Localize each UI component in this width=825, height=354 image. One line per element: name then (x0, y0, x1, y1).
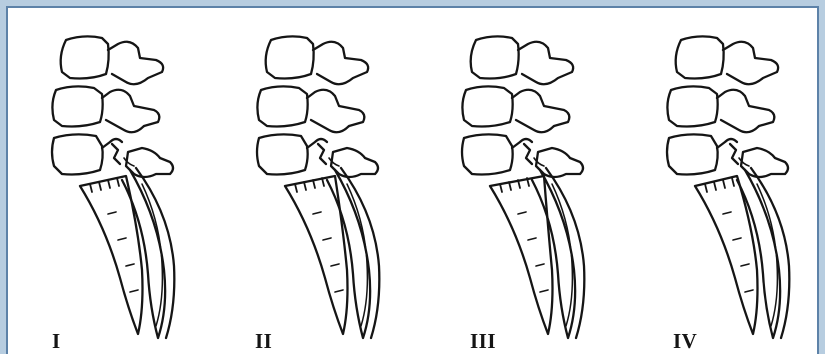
posterior-element-l5 (536, 148, 583, 177)
pars-defect (524, 144, 532, 164)
sacral-segment-tick (723, 212, 731, 214)
pars-defect (112, 144, 120, 164)
sacrum-body (80, 176, 143, 334)
vertebral-body-l5 (257, 134, 308, 174)
panel-label-4: IV (673, 329, 697, 354)
sacral-segment-tick (126, 264, 134, 266)
spine-group (667, 36, 789, 338)
vertebral-body-l3 (61, 36, 109, 78)
sacral-hatch (723, 180, 725, 188)
panel-2: II (213, 8, 416, 354)
sacrum-body (490, 176, 553, 334)
vertebral-body-l5 (462, 134, 513, 174)
sacral-segment-tick (536, 264, 544, 266)
panel-label-1: I (52, 329, 61, 354)
panel-label-2: II (255, 329, 272, 354)
vertebral-body-l4 (257, 86, 307, 126)
spine-group (52, 36, 174, 338)
pars-defect (730, 144, 738, 164)
posterior-element-l5 (126, 148, 173, 177)
sacral-hatch (99, 182, 101, 190)
vertebral-body-l3 (266, 36, 314, 78)
panel-3: III (416, 8, 619, 354)
sacrum-body (285, 176, 348, 334)
spine-group (257, 36, 379, 338)
vertebral-body-l5 (52, 134, 103, 174)
vertebral-body-l4 (462, 86, 512, 126)
vertebral-body-l4 (52, 86, 102, 126)
vertebral-body-l3 (471, 36, 519, 78)
sacral-segment-tick (108, 212, 116, 214)
pars-l5 (512, 139, 532, 148)
vertebral-body-l3 (676, 36, 724, 78)
panel-label-3: III (470, 329, 496, 354)
sacral-segment-tick (335, 290, 343, 292)
spine-drawing-3 (416, 8, 619, 354)
sacral-hatch (108, 180, 110, 188)
sacral-segment-tick (331, 264, 339, 266)
sacral-hatch (304, 182, 306, 190)
figure-frame: I II III IV (6, 6, 819, 354)
posterior-element-l3 (518, 42, 573, 85)
sacral-segment-tick (745, 290, 753, 292)
sacral-hatch (500, 184, 502, 192)
panel-4: IV (619, 8, 819, 354)
spine-drawing-1 (10, 8, 213, 354)
posterior-element-l4 (102, 90, 159, 133)
sacral-hatch (117, 178, 119, 186)
posterior-element-l3 (723, 42, 778, 85)
pars-defect (318, 144, 326, 164)
sacral-segment-tick (733, 238, 741, 240)
sacral-hatch (295, 184, 297, 192)
posterior-element-l3 (313, 42, 368, 85)
sacral-segment-tick (130, 290, 138, 292)
sacral-segment-tick (540, 290, 548, 292)
sacral-segment-tick (528, 238, 536, 240)
sacral-segment-tick (313, 212, 321, 214)
sacral-hatch (714, 182, 716, 190)
sacral-hatch (90, 184, 92, 192)
spine-drawing-4 (619, 8, 819, 354)
sacral-segment-tick (323, 238, 331, 240)
sacral-segment-tick (118, 238, 126, 240)
posterior-element-l4 (307, 90, 364, 133)
vertebral-body-l4 (667, 86, 717, 126)
posterior-element-l5 (741, 148, 788, 177)
posterior-element-l4 (717, 90, 774, 133)
sacral-segment-tick (518, 212, 526, 214)
sacral-hatch (732, 178, 734, 186)
sacrum-body (695, 176, 758, 334)
posterior-element-l4 (512, 90, 569, 133)
spine-drawing-2 (213, 8, 416, 354)
posterior-element-l5 (331, 148, 378, 177)
posterior-element-l3 (108, 42, 163, 85)
spine-group (462, 36, 584, 338)
sacral-hatch (705, 184, 707, 192)
vertebral-body-l5 (667, 134, 718, 174)
panel-1: I (10, 8, 213, 354)
sacral-segment-tick (741, 264, 749, 266)
